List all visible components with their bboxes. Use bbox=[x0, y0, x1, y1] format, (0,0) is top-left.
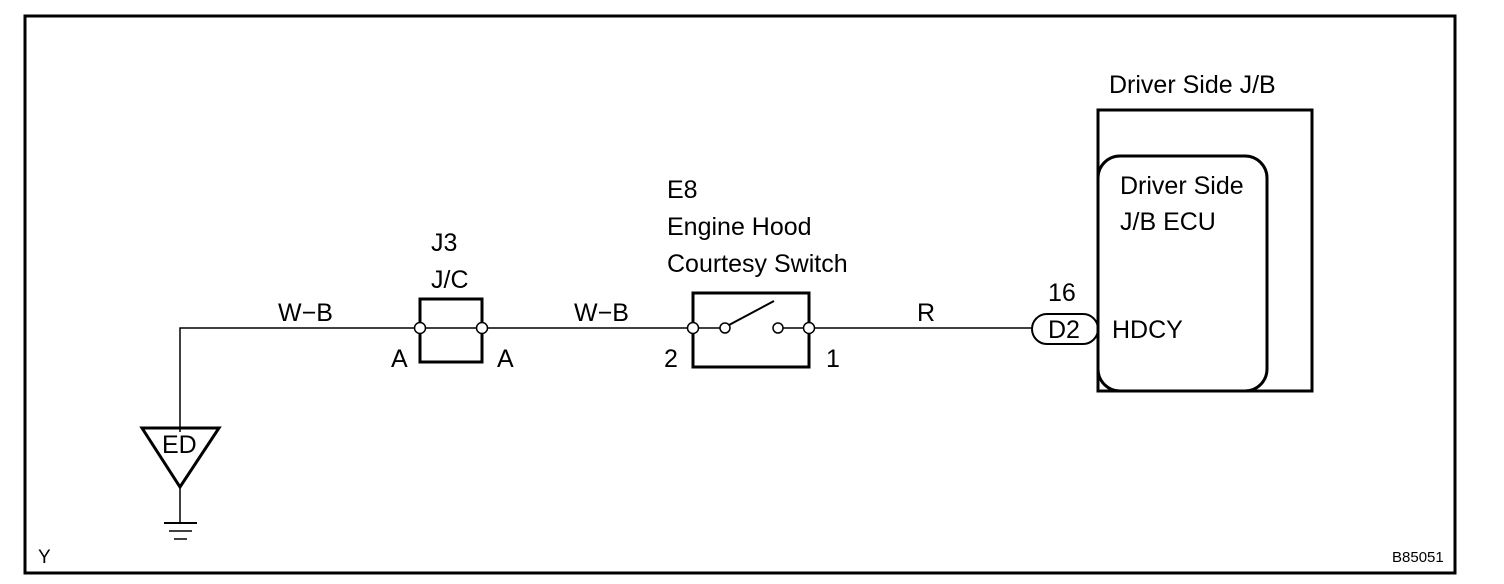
switch-terminal-left bbox=[686, 321, 700, 335]
connector-d2: 16 D2 bbox=[1031, 279, 1099, 345]
ecu-terminal-label: HDCY bbox=[1112, 316, 1183, 344]
ecu-body bbox=[1096, 154, 1269, 393]
ground-label: ED bbox=[162, 431, 197, 459]
junction-block-body bbox=[1096, 108, 1314, 393]
wire-label-jc-to-switch: W−B bbox=[574, 299, 629, 327]
switch-name-line1: Engine Hood bbox=[667, 213, 812, 241]
wire-label-ground-to-jc: W−B bbox=[278, 299, 333, 327]
ground-triangle bbox=[139, 426, 222, 490]
junction-connector-j3: J3 J/C A A bbox=[391, 229, 514, 373]
jc-terminal-right bbox=[475, 321, 489, 335]
footer-left-code: Y bbox=[38, 547, 51, 568]
switch-contact-right bbox=[772, 322, 784, 334]
junction-block-title: Driver Side J/B bbox=[1109, 71, 1276, 99]
switch-name-line2: Courtesy Switch bbox=[667, 250, 848, 278]
driver-side-junction-block: Driver Side J/B Driver Side J/B ECU HDCY bbox=[1096, 71, 1314, 393]
switch-pin-right: 1 bbox=[826, 345, 840, 373]
ground-point: ED bbox=[139, 426, 222, 540]
switch-terminal-right bbox=[802, 321, 816, 335]
engine-hood-courtesy-switch: E8 Engine Hood Courtesy Switch 2 1 bbox=[664, 176, 848, 373]
jc-name: J/C bbox=[431, 266, 469, 294]
wire-ground-to-jc bbox=[179, 327, 416, 432]
jc-terminal-left bbox=[413, 321, 427, 335]
figure-code: B85051 bbox=[1392, 549, 1444, 566]
wire-label-switch-to-ecu: R bbox=[917, 299, 935, 327]
jc-pin-left: A bbox=[391, 345, 408, 373]
connector-label: D2 bbox=[1048, 316, 1080, 344]
connector-pin-number: 16 bbox=[1048, 279, 1076, 307]
jc-body bbox=[418, 297, 484, 364]
switch-blade bbox=[728, 300, 775, 326]
diagram-frame bbox=[23, 14, 1457, 575]
switch-id: E8 bbox=[667, 176, 698, 204]
ecu-name-line1: Driver Side bbox=[1120, 172, 1244, 200]
switch-pin-left: 2 bbox=[664, 345, 678, 373]
switch-body bbox=[691, 291, 811, 369]
switch-contact-left bbox=[719, 322, 731, 334]
ecu-name-line2: J/B ECU bbox=[1120, 208, 1216, 236]
jc-id: J3 bbox=[431, 229, 457, 257]
jc-pin-right: A bbox=[497, 345, 514, 373]
